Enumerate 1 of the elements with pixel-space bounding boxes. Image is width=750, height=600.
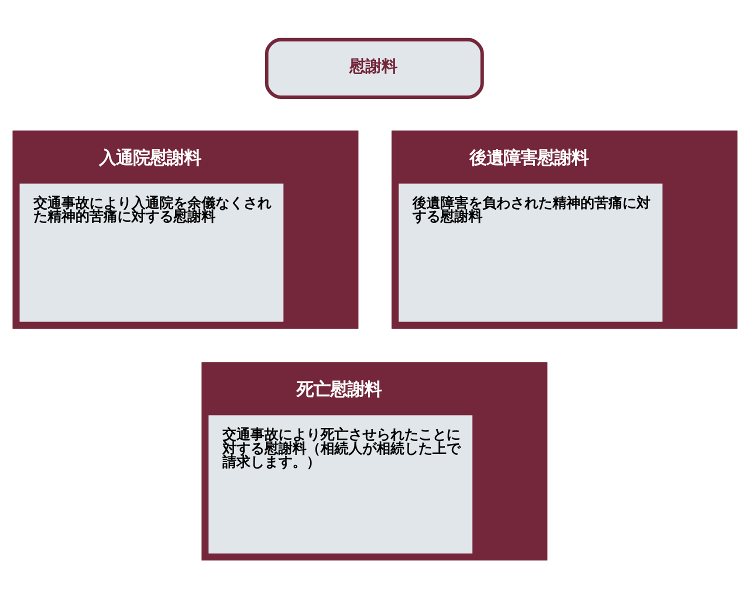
node-box: 慰謝料 [264,38,484,99]
